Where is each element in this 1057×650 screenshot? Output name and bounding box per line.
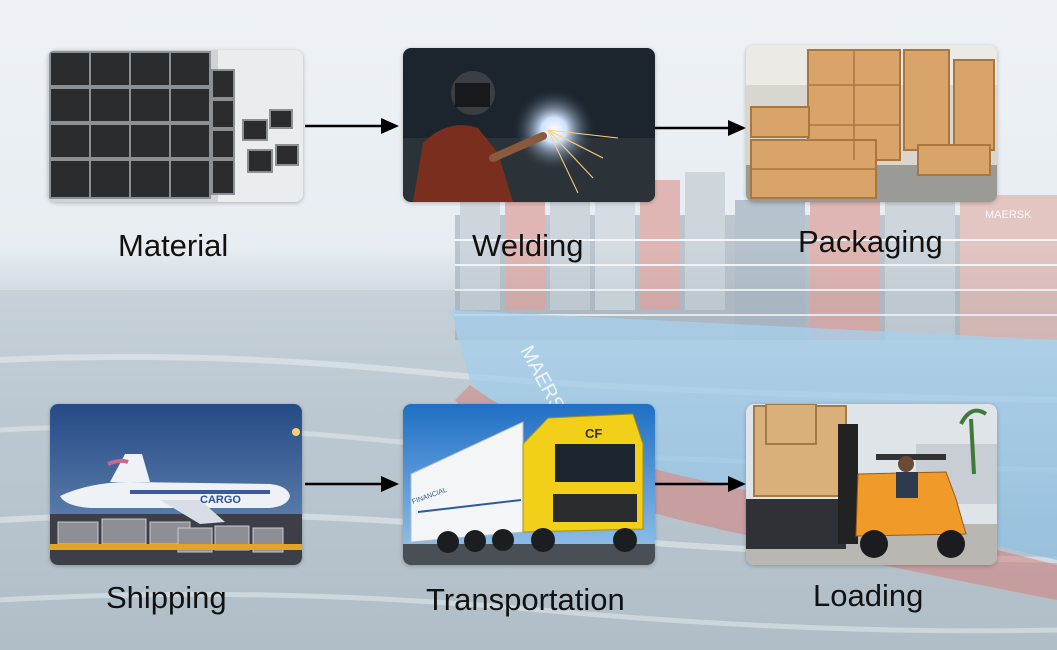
arrow-right-icon <box>655 120 746 136</box>
truck-cab-text: CF <box>585 426 602 441</box>
packaging-photo <box>746 45 997 202</box>
step-label-transportation: Transportation <box>426 582 625 617</box>
step-label-packaging: Packaging <box>798 224 943 259</box>
step-label-shipping: Shipping <box>106 580 227 615</box>
transportation-photo: FINANCIAL CF <box>403 404 655 565</box>
step-label-loading: Loading <box>813 578 924 613</box>
welding-photo <box>403 48 655 202</box>
step-label-material: Material <box>118 228 229 263</box>
plane-text: CARGO <box>200 494 241 506</box>
shipping-photo: CARGO <box>50 404 302 565</box>
step-label-welding: Welding <box>472 228 584 263</box>
arrow-right-icon <box>655 476 746 492</box>
arrow-right-icon <box>305 118 399 134</box>
material-photo <box>48 50 303 202</box>
container-brand-text: MAERSK <box>985 209 1032 221</box>
loading-photo <box>746 404 997 565</box>
arrow-right-icon <box>305 476 399 492</box>
